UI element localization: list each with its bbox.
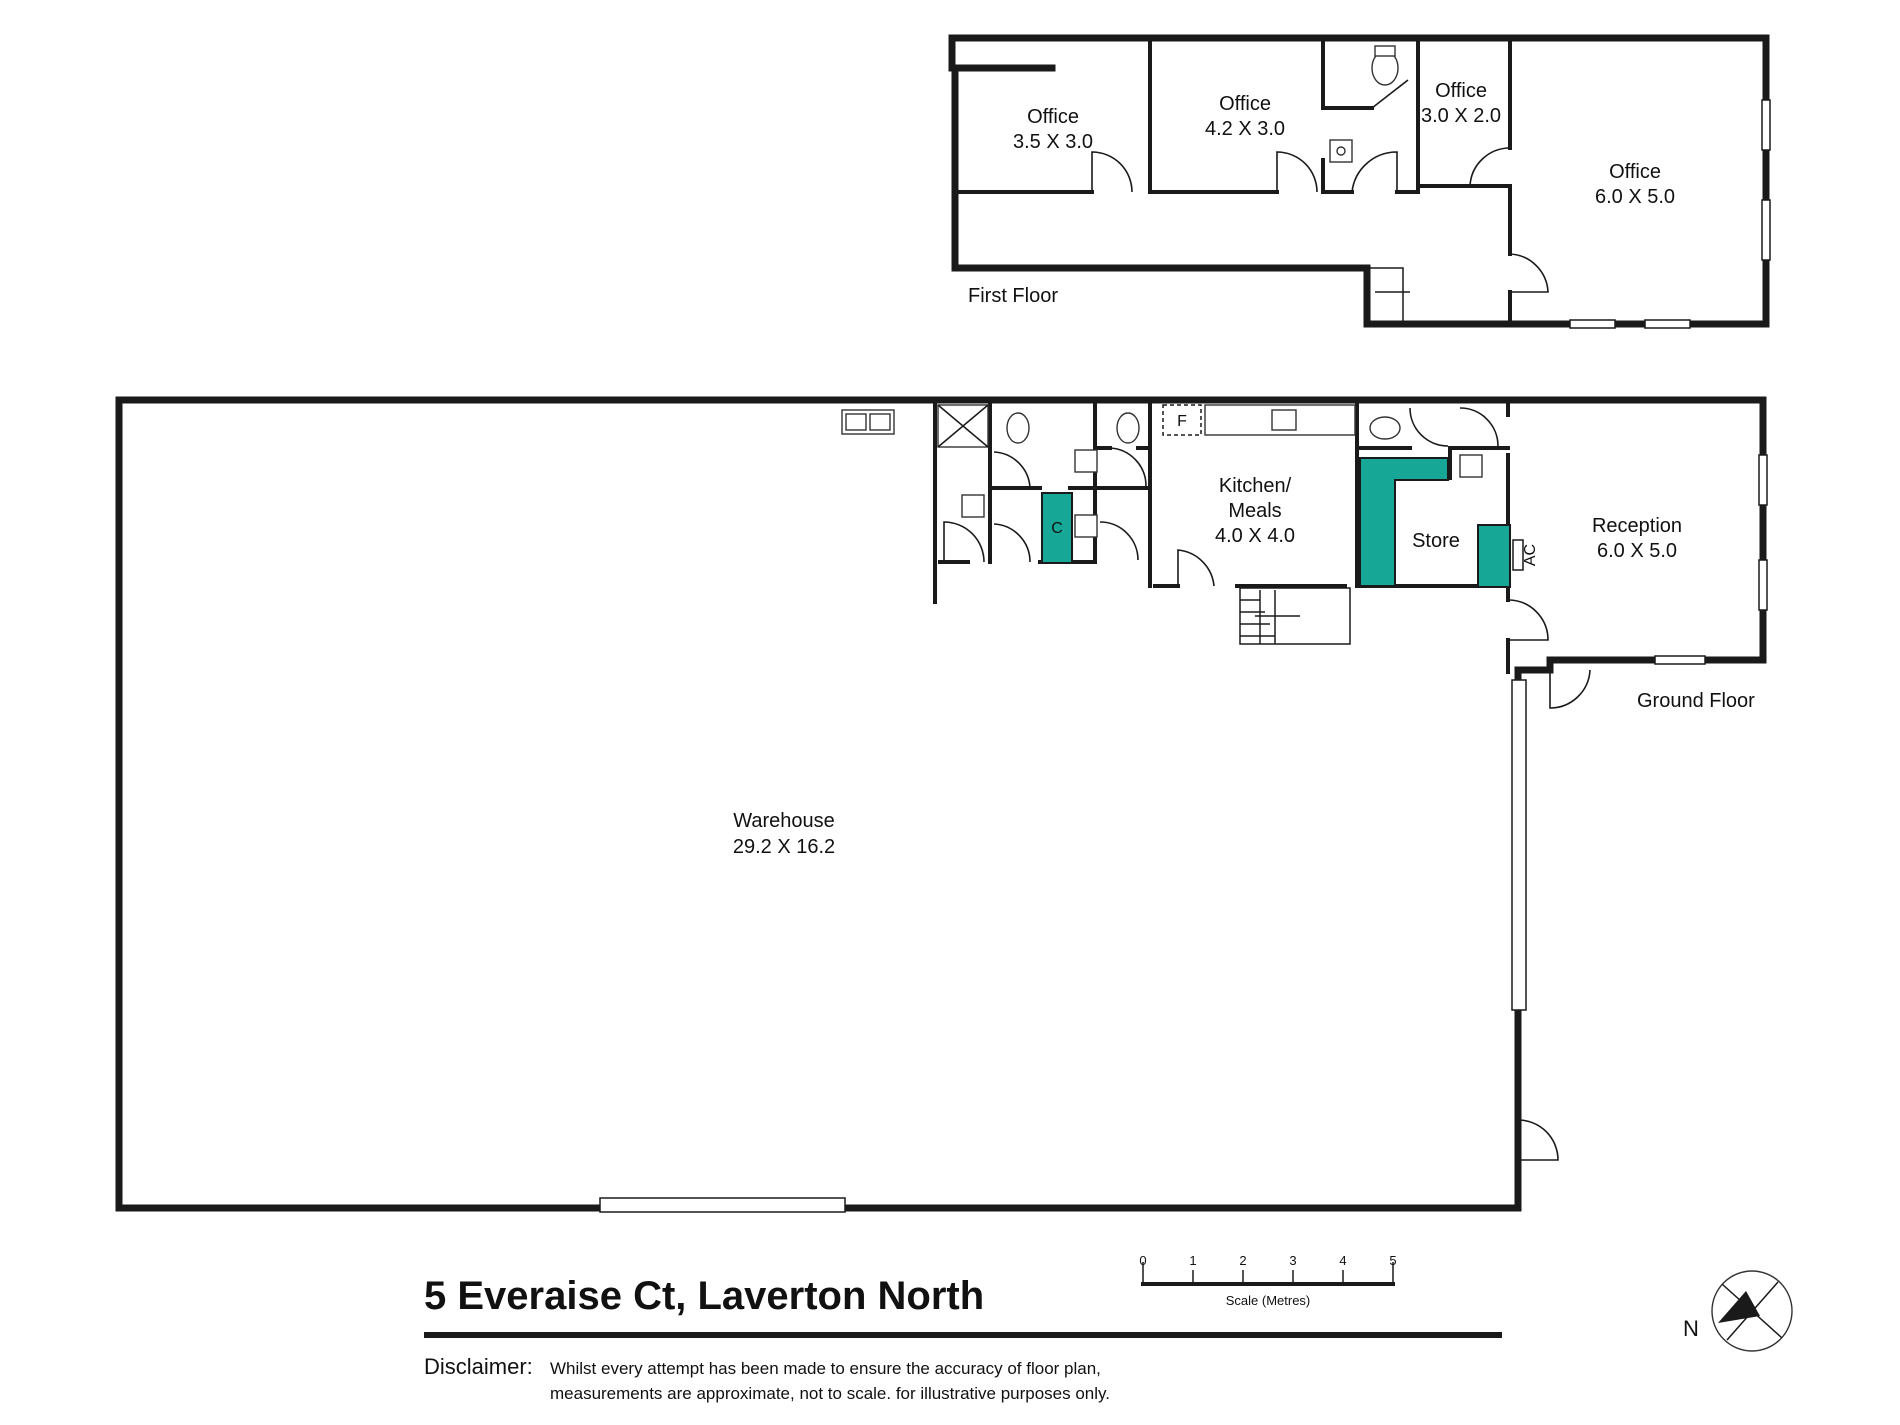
first-floor: Office 3.5 X 3.0 Office 4.2 X 3.0 Office… — [948, 34, 1771, 329]
title-underline — [424, 1332, 1502, 1338]
room-size-kitchen: 4.0 X 4.0 — [1215, 525, 1295, 547]
first-floor-label: First Floor — [968, 285, 1058, 307]
room-size-office-b: 4.2 X 3.0 — [1205, 118, 1285, 140]
north-compass: N — [1683, 1270, 1793, 1352]
store-shelving — [1359, 457, 1449, 587]
reception-cabinet — [1477, 524, 1511, 588]
disclaimer-heading: Disclaimer: — [424, 1354, 533, 1379]
compass-north-label: N — [1683, 1316, 1699, 1341]
scale-tick-5: 5 — [1389, 1253, 1396, 1268]
scale-tick-1: 1 — [1189, 1253, 1196, 1268]
cupboard-marker: C — [1051, 520, 1063, 537]
room-name-kitchen-1: Kitchen/ — [1219, 475, 1292, 497]
cupboard-c — [1041, 492, 1073, 564]
ground-floor: C F AC Kitchen/ Meals 4.0 X 4.0 Store Re… — [115, 396, 1768, 1213]
ground-floor-label: Ground Floor — [1637, 690, 1755, 712]
disclaimer-line-2: measurements are approximate, not to sca… — [550, 1384, 1110, 1403]
scale-label: Scale (Metres) — [1226, 1293, 1311, 1308]
scale-tick-3: 3 — [1289, 1253, 1296, 1268]
disclaimer-line-1: Whilst every attempt has been made to en… — [550, 1359, 1101, 1378]
scale-tick-4: 4 — [1339, 1253, 1346, 1268]
room-name-kitchen-2: Meals — [1228, 500, 1281, 522]
scale-tick-2: 2 — [1239, 1253, 1246, 1268]
room-name-store: Store — [1412, 530, 1460, 552]
room-name-warehouse: Warehouse — [733, 810, 835, 832]
room-name-office-a: Office — [1027, 106, 1079, 128]
room-size-office-a: 3.5 X 3.0 — [1013, 131, 1093, 153]
property-title: 5 Everaise Ct, Laverton North — [424, 1274, 984, 1318]
room-name-office-b: Office — [1219, 93, 1271, 115]
room-size-reception: 6.0 X 5.0 — [1597, 540, 1677, 562]
room-name-reception: Reception — [1592, 515, 1682, 537]
room-name-office-d: Office — [1609, 161, 1661, 183]
scale-tick-0: 0 — [1139, 1253, 1146, 1268]
disclaimer: Disclaimer: Whilst every attempt has bee… — [424, 1354, 1110, 1403]
room-size-office-c: 3.0 X 2.0 — [1421, 105, 1501, 127]
room-size-office-d: 6.0 X 5.0 — [1595, 186, 1675, 208]
compass-needle-icon — [1718, 1291, 1760, 1323]
scale-bar: 0 1 2 3 4 5 Scale (Metres) — [1139, 1253, 1396, 1308]
fridge-marker: F — [1177, 413, 1187, 430]
room-size-warehouse: 29.2 X 16.2 — [733, 836, 835, 858]
room-name-office-c: Office — [1435, 80, 1487, 102]
aircon-marker: AC — [1522, 544, 1539, 566]
